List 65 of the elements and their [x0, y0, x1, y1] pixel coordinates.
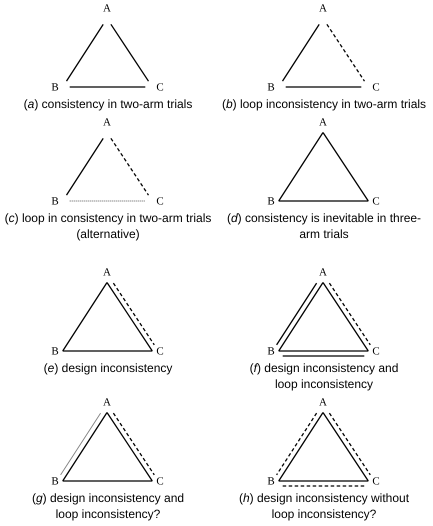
connector-line — [282, 485, 364, 487]
vertex-label: B — [51, 346, 59, 358]
connector-line — [70, 86, 146, 88]
panel-caption: (b) loop inconsistency in two-arm trials — [220, 96, 428, 112]
vertex-label: B — [267, 82, 275, 94]
connector-line — [66, 138, 104, 196]
connector-line — [278, 200, 368, 202]
connector-line — [278, 350, 368, 352]
vertex-label: A — [319, 398, 327, 408]
connector-line — [62, 480, 152, 482]
connector-line — [276, 282, 318, 346]
vertex-label: C — [156, 476, 164, 488]
connector-line — [106, 412, 153, 482]
connector-line — [282, 355, 364, 357]
vertex-label: C — [156, 196, 164, 208]
panel-caption: (h) design inconsistency without loop inconsistency? — [238, 490, 410, 522]
vertex-label: A — [103, 268, 111, 278]
connector-line — [69, 200, 146, 202]
connector-line — [62, 282, 108, 352]
connector-line — [110, 138, 150, 196]
vertex-label: A — [103, 4, 111, 14]
vertex-label: A — [319, 4, 327, 14]
connector-line — [106, 282, 153, 352]
connector-line — [322, 282, 369, 352]
connector-line — [62, 350, 152, 352]
connector-line — [110, 24, 150, 82]
vertex-label: B — [267, 346, 275, 358]
connector-line — [326, 24, 366, 82]
vertex-label: C — [372, 82, 380, 94]
connector-line — [276, 412, 318, 476]
connector-line — [278, 132, 324, 202]
vertex-label: C — [372, 476, 380, 488]
connector-line — [322, 412, 369, 482]
panel-caption: (e) design inconsistency — [42, 360, 174, 376]
connector-line — [322, 132, 369, 202]
connector-line — [328, 282, 371, 346]
vertex-label: C — [156, 346, 164, 358]
vertex-label: C — [156, 82, 164, 94]
vertex-label: B — [267, 196, 275, 208]
vertex-label: A — [319, 268, 327, 278]
panel-caption: (g) design inconsistency and loop inconsistency? — [30, 490, 186, 522]
connector-line — [286, 86, 362, 88]
panel-caption: (c) loop in consistency in two-arm trials (alternative) — [4, 210, 212, 242]
connector-line — [60, 412, 102, 476]
connector-line — [328, 412, 371, 476]
vertex-label: B — [51, 476, 59, 488]
vertex-label: B — [51, 82, 59, 94]
connector-line — [278, 282, 324, 352]
vertex-label: A — [319, 118, 327, 128]
connector-line — [112, 412, 155, 476]
panel-caption: (f) design inconsistency and loop inconsistency — [248, 360, 400, 392]
vertex-label: A — [103, 118, 111, 128]
connector-line — [66, 24, 104, 82]
vertex-label: C — [372, 346, 380, 358]
connector-line — [278, 412, 324, 482]
vertex-label: B — [267, 476, 275, 488]
vertex-label: C — [372, 196, 380, 208]
connector-line — [282, 24, 320, 82]
panel-caption: (d) consistency is inevitable in three-arm trials — [226, 210, 422, 242]
connector-line — [62, 412, 108, 482]
panel-caption: (a) consistency in two-arm trials — [22, 96, 194, 112]
vertex-label: A — [103, 398, 111, 408]
connector-line — [112, 282, 155, 346]
vertex-label: B — [51, 196, 59, 208]
connector-line — [278, 480, 368, 482]
